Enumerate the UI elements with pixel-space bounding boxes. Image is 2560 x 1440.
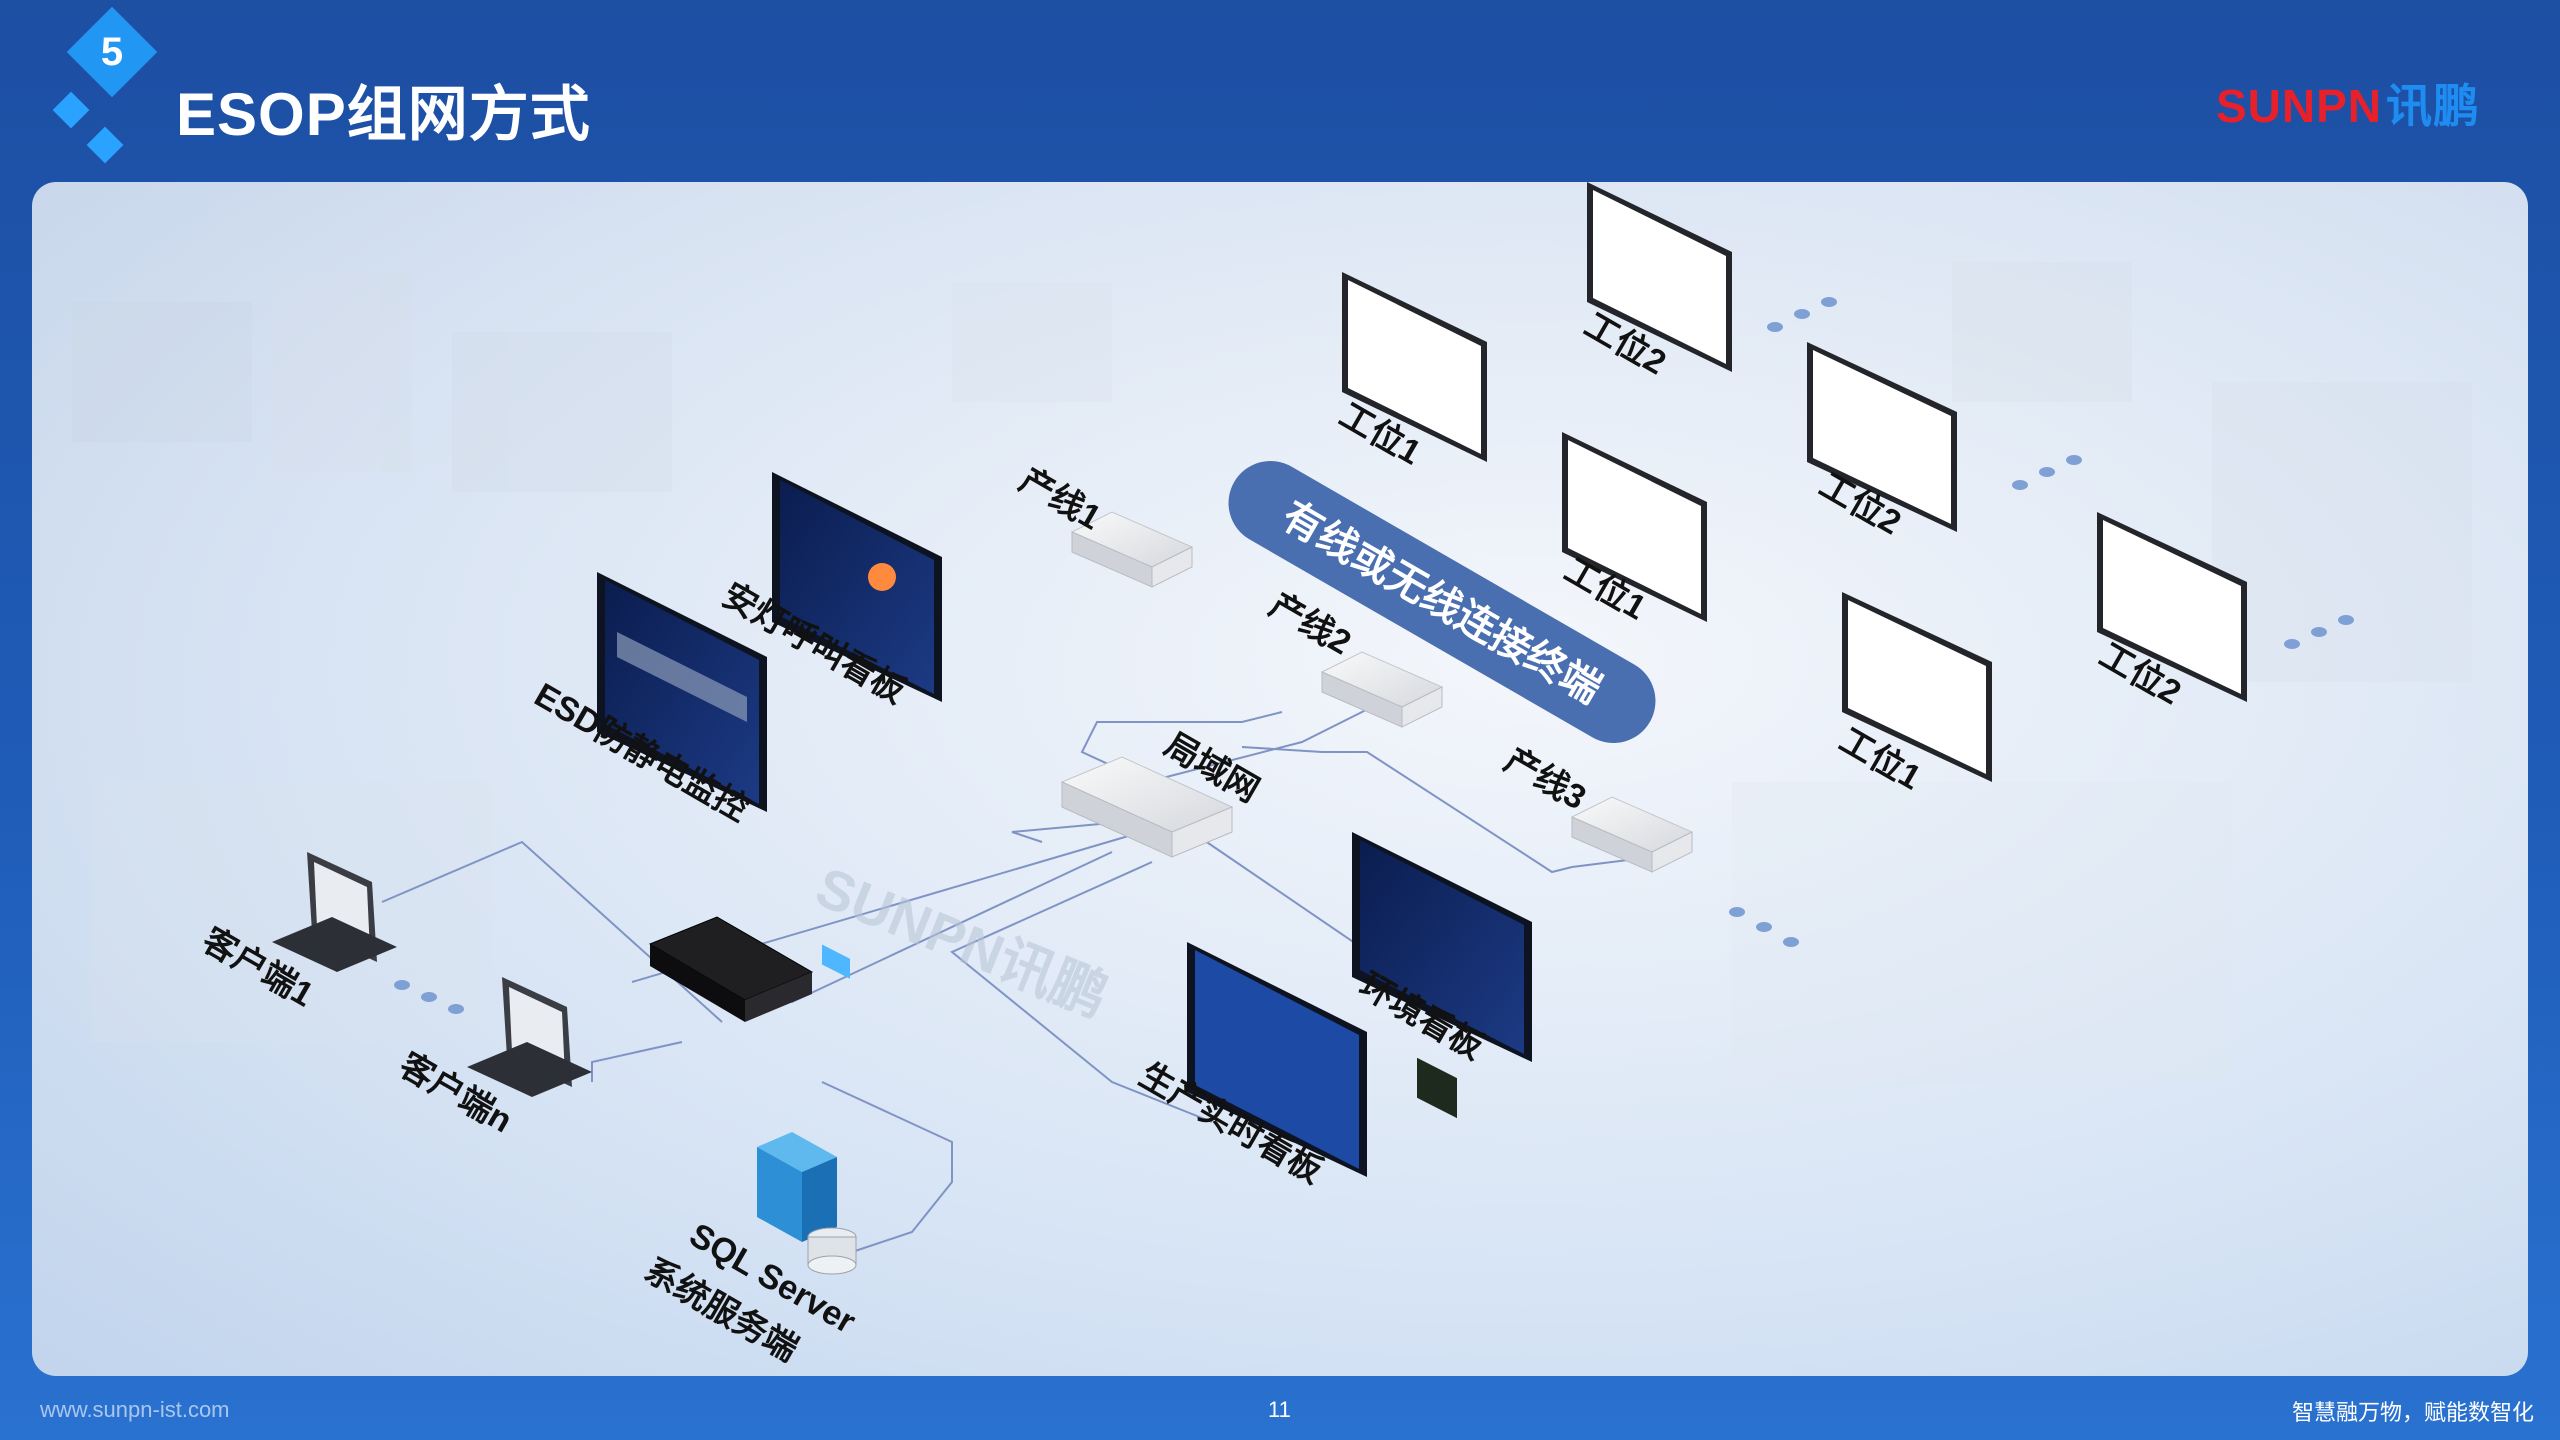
footer-slogan: 智慧融万物，赋能数智化 xyxy=(2292,1400,2535,1425)
factory-background xyxy=(72,262,2472,1082)
watermark: SUNPN讯鹏 xyxy=(808,855,1117,1029)
header: 5 ESOP组网方式 SUNPN讯鹏 xyxy=(0,0,2560,180)
label-line1: 产线1 xyxy=(1013,461,1107,537)
switch-line3 xyxy=(1570,796,1694,873)
server-icon xyxy=(757,1132,857,1275)
label-line3: 产线3 xyxy=(1498,741,1592,817)
logo-cn: 讯鹏 xyxy=(2386,80,2481,132)
ellipsis-dots xyxy=(394,297,2354,1014)
page-title: ESOP组网方式 xyxy=(176,81,591,148)
screen-andon xyxy=(772,472,942,979)
terminal-line3-station1 xyxy=(1842,592,1992,782)
network-diagram: 有线或无线连接终端 SUNPN讯鹏 产线1 产线2 产线3 局域网 工位1 工位… xyxy=(72,182,2472,1369)
footer-url[interactable]: www.sunpn-ist.com xyxy=(40,1397,230,1422)
laptop-clientn xyxy=(467,977,592,1097)
lan-switch xyxy=(1060,756,1234,858)
terminal-line2-station2 xyxy=(1807,342,1957,532)
switch-line2 xyxy=(1320,651,1444,728)
terminal-line3-station2 xyxy=(2097,512,2247,702)
screen-esd xyxy=(597,572,767,812)
switch-line1 xyxy=(1070,511,1194,588)
terminal-line2-station1 xyxy=(1562,432,1707,622)
terminal-line1-station2 xyxy=(1587,182,1732,372)
core-switch xyxy=(648,916,814,1022)
diagram-panel: 有线或无线连接终端 SUNPN讯鹏 产线1 产线2 产线3 局域网 工位1 工位… xyxy=(32,182,2528,1376)
screen-production xyxy=(1187,942,1367,1177)
section-number: 5 xyxy=(100,29,124,74)
logo-en: SUNPN xyxy=(2216,80,2383,132)
terminal-line1-station1 xyxy=(1342,272,1487,1119)
page-number: 11 xyxy=(1268,1397,1291,1422)
screen-environment xyxy=(1352,832,1532,1062)
decor-diamond xyxy=(86,126,124,164)
decor-diamond xyxy=(52,91,90,129)
label-line2: 产线2 xyxy=(1263,586,1357,662)
laptop-client1 xyxy=(272,852,397,972)
brand-logo: SUNPN讯鹏 xyxy=(2216,70,2480,136)
